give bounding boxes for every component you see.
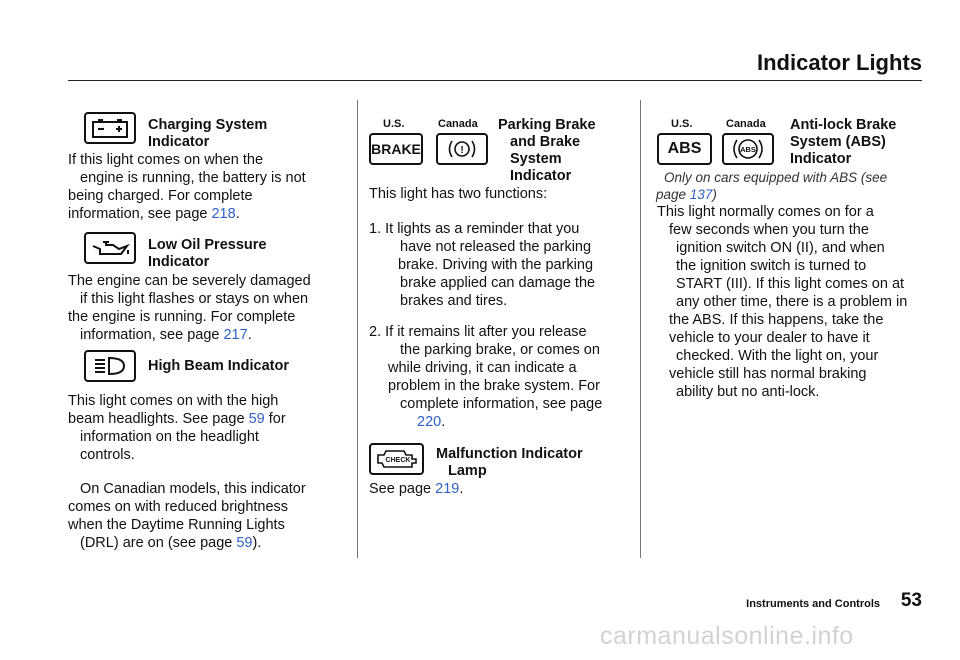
oil-text: The engine can be severely damaged if th… xyxy=(68,273,311,343)
page-title: Indicator Lights xyxy=(757,50,922,75)
abs-note: Only on cars equipped with ABS (see page… xyxy=(656,170,888,202)
page-number: 53 xyxy=(900,590,922,611)
svg-text:ABS: ABS xyxy=(740,145,756,154)
watermark: carmanualsonline.info xyxy=(600,622,854,650)
svg-text:!: ! xyxy=(460,145,463,156)
oil-page-link[interactable]: 217 xyxy=(223,327,248,343)
brake-us-icon: BRAKE xyxy=(369,133,423,165)
high-beam-heading: High Beam Indicator xyxy=(148,358,289,374)
column-divider-1 xyxy=(357,100,358,558)
brake-us-label: U.S. xyxy=(383,118,405,130)
high-beam-canada-text: On Canadian models, this indicator comes… xyxy=(68,481,306,551)
malfunction-page-link[interactable]: 219 xyxy=(435,481,460,497)
abs-text: This light normally comes on for a few s… xyxy=(657,204,908,400)
brake-page-link[interactable]: 220 xyxy=(417,414,442,430)
battery-icon xyxy=(84,112,136,144)
abs-canada-icon: ABS xyxy=(722,133,774,165)
abs-heading: Anti-lock Brake System (ABS) Indicator xyxy=(790,117,897,167)
svg-text:CHECK: CHECK xyxy=(385,457,410,464)
brake-canada-icon: ! xyxy=(436,133,488,165)
drl-page-link[interactable]: 59 xyxy=(236,535,253,551)
brake-item-1: 1. It lights as a reminder that you have… xyxy=(369,221,596,309)
brake-item-2: 2. If it remains lit after you release t… xyxy=(369,324,603,430)
malfunction-text: See page 219. xyxy=(369,481,464,497)
footer-section-label: Instruments and Controls xyxy=(746,598,880,610)
brake-intro: This light has two functions: xyxy=(369,186,548,202)
column-divider-2 xyxy=(640,100,641,558)
abs-note-page-link[interactable]: 137 xyxy=(689,187,713,202)
high-beam-text: This light comes on with the high beam h… xyxy=(68,393,286,463)
check-engine-icon: CHECK xyxy=(369,443,424,475)
charging-heading: Charging System Indicator xyxy=(148,117,268,150)
oil-heading: Low Oil Pressure Indicator xyxy=(148,237,267,270)
high-beam-icon xyxy=(84,350,136,382)
charging-text: If this light comes on when the engine i… xyxy=(68,152,306,222)
oil-can-icon xyxy=(84,232,136,264)
abs-canada-label: Canada xyxy=(726,118,766,130)
brake-heading: Parking Brake and Brake System Indicator xyxy=(498,117,596,184)
malfunction-heading: Malfunction Indicator Lamp xyxy=(436,446,583,479)
abs-us-label: U.S. xyxy=(671,118,693,130)
brake-canada-label: Canada xyxy=(438,118,478,130)
abs-us-icon: ABS xyxy=(657,133,712,165)
header-rule xyxy=(68,80,922,81)
high-beam-page-link[interactable]: 59 xyxy=(248,411,265,427)
charging-page-link[interactable]: 218 xyxy=(211,206,236,222)
